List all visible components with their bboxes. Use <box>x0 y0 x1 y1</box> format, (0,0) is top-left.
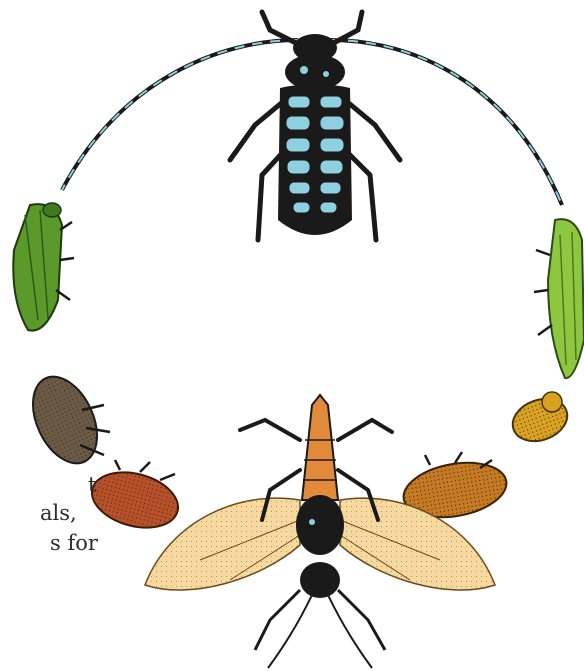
longhorn-beetle <box>62 12 562 240</box>
green-jewel-beetle-left <box>13 203 74 331</box>
bark-beetle-brown <box>20 366 110 473</box>
text-fragment-line2: als, <box>40 501 77 526</box>
wood-wasp <box>145 395 495 668</box>
text-fragment-line1: t <box>88 473 96 498</box>
cropped-text-fragment: t als, s for <box>40 473 120 593</box>
text-fragment-line3: s for <box>50 531 98 556</box>
bark-beetle-yellow-small <box>507 392 573 449</box>
green-jewel-beetle-right <box>534 219 584 378</box>
